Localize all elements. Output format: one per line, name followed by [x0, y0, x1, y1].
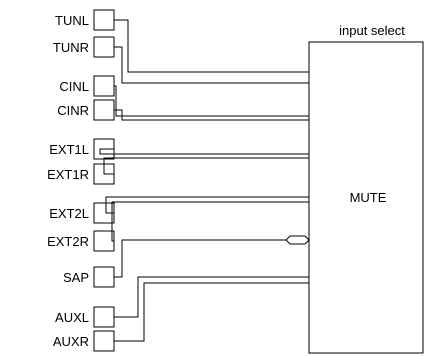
- pin-label-ext1r: EXT1R: [47, 167, 89, 182]
- pin-label-cinr: CINR: [57, 103, 89, 118]
- pin-box-tunr: [93, 36, 115, 58]
- pin-box-sap: [93, 266, 115, 288]
- wire-sap: [114, 235, 310, 278]
- block-title: input select: [339, 23, 405, 38]
- wire-tunr: [114, 46, 309, 84]
- pin-box-auxr: [93, 330, 115, 352]
- pin-box-tunl: [93, 9, 115, 31]
- pin-label-ext2l: EXT2L: [49, 206, 89, 221]
- wire-auxr: [114, 282, 309, 342]
- pin-box-cinr: [93, 99, 115, 121]
- wire-ext2l: [105, 196, 309, 214]
- wire-auxl: [114, 276, 309, 318]
- wire-ext1l: [99, 148, 309, 155]
- pin-box-auxl: [93, 306, 115, 328]
- pin-label-auxr: AUXR: [53, 334, 89, 349]
- wire-cinl: [114, 85, 309, 117]
- wire-cinr: [114, 109, 309, 121]
- wire-ext1r: [103, 157, 309, 175]
- pin-label-ext2r: EXT2R: [47, 234, 89, 249]
- pin-box-ext2r: [93, 230, 115, 252]
- pin-label-ext1l: EXT1L: [49, 142, 89, 157]
- pin-box-cinl: [93, 75, 115, 97]
- wire-ext2r: [111, 201, 309, 242]
- pin-label-tunr: TUNR: [53, 40, 89, 55]
- pin-label-cinl: CINL: [59, 79, 89, 94]
- pin-label-tunl: TUNL: [55, 13, 89, 28]
- block-label: MUTE: [350, 190, 387, 205]
- pin-label-auxl: AUXL: [55, 310, 89, 325]
- wire-tunl: [114, 19, 309, 73]
- pin-label-sap: SAP: [63, 270, 89, 285]
